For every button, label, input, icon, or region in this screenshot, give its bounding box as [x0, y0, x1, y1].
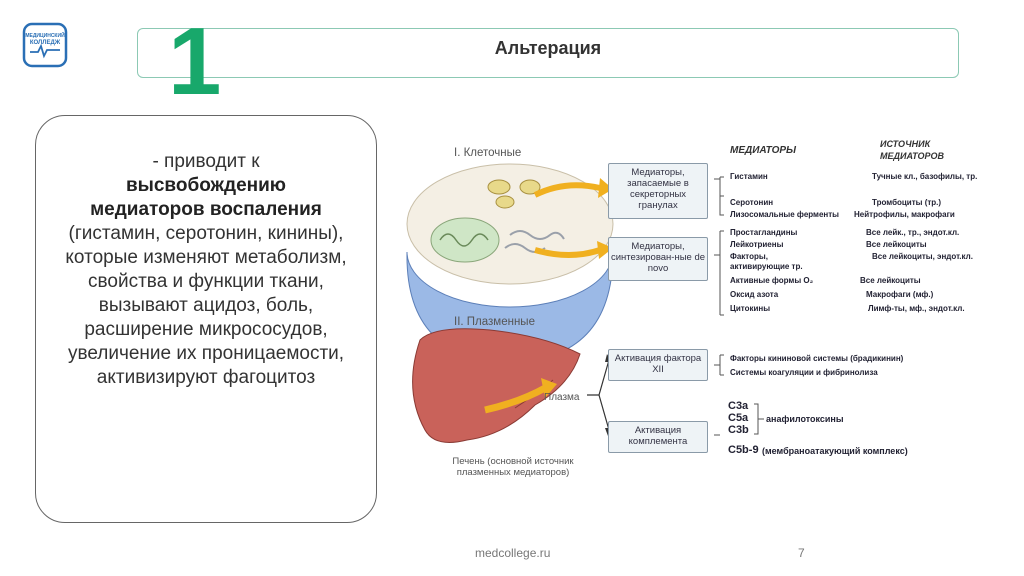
- liver-caption: Печень (основной источник плазменных мед…: [438, 456, 588, 478]
- plasma-section-label: II. Плазменные: [454, 316, 535, 328]
- panel-text: - приводит к высвобождению медиаторов во…: [50, 150, 362, 390]
- slide-number-digit: 1: [168, 14, 221, 110]
- panel-rest: (гистамин, серотонин, кинины), которые и…: [65, 223, 346, 388]
- mediator-source: Все лейкоциты, эндот.кл.: [872, 252, 973, 262]
- cell-section-label: I. Клеточные: [454, 147, 521, 159]
- panel-bold1: высвобождению: [126, 175, 286, 196]
- mediator-name: Лизосомальные ферменты: [730, 210, 839, 220]
- mac-label: (мембраноатакующий комплекс): [762, 446, 908, 456]
- panel-bold2: медиаторов воспаления: [90, 199, 322, 220]
- college-logo: МЕДИЦИНСКИЙ КОЛЛЕДЖ: [22, 22, 68, 68]
- c5a-label: C5a: [728, 412, 749, 424]
- page-title: Альтерация: [137, 38, 959, 59]
- f12-row-1: Факторы кининовой системы (брадикинин): [730, 354, 903, 364]
- mediator-name: Простагландины: [730, 228, 797, 238]
- complement-list: C3a C5a C3b: [728, 400, 749, 436]
- footer-site: medcollege.ru: [475, 546, 550, 560]
- anaphylatoxins-label: анафилотоксины: [766, 414, 844, 424]
- col-mediators-header: МЕДИАТОРЫ: [730, 145, 796, 156]
- complement-box: Активация комплемента: [608, 421, 708, 453]
- panel-line1: - приводит к: [152, 151, 259, 172]
- c3b-label: C3b: [728, 424, 749, 436]
- mediator-name: Цитокины: [730, 304, 770, 314]
- mediator-name: Оксид азота: [730, 290, 778, 300]
- mediator-source: Нейтрофилы, макрофаги: [854, 210, 955, 220]
- page-number: 7: [798, 546, 805, 560]
- f12-row-2: Системы коагуляции и фибринолиза: [730, 368, 878, 378]
- mediator-name: Серотонин: [730, 198, 773, 208]
- brackets: [708, 165, 728, 465]
- mediator-source: Все лейк., тр., эндот.кл.: [866, 228, 959, 238]
- c3a-label: C3a: [728, 400, 749, 412]
- mediator-name: Факторы, активирующие тр.: [730, 252, 820, 272]
- factor12-box: Активация фактора XII: [608, 349, 708, 381]
- mediator-source: Тромбоциты (тр.): [872, 198, 941, 208]
- mediator-source: Тучные кл., базофилы, тр.: [872, 172, 977, 182]
- denovo-mediators-box: Медиаторы, синтезирован-ные de novo: [608, 237, 708, 281]
- anaphylatoxin-bracket: [752, 402, 766, 440]
- mediator-source: Все лейкоциты: [860, 276, 921, 286]
- mediator-name: Гистамин: [730, 172, 768, 182]
- mediator-name: Лейкотриены: [730, 240, 783, 250]
- svg-text:МЕДИЦИНСКИЙ: МЕДИЦИНСКИЙ: [25, 31, 65, 39]
- plasma-word: Плазма: [544, 392, 580, 403]
- mediator-name: Активные формы O₂: [730, 276, 813, 286]
- col-source-header: ИСТОЧНИК МЕДИАТОРОВ: [880, 138, 970, 162]
- mediator-source: Все лейкоциты: [866, 240, 927, 250]
- svg-text:КОЛЛЕДЖ: КОЛЛЕДЖ: [30, 40, 61, 46]
- stored-mediators-box: Медиаторы, запасаемые в секреторных гран…: [608, 163, 708, 219]
- mediator-source: Макрофаги (мф.): [866, 290, 933, 300]
- c5b9-label: C5b-9: [728, 444, 759, 456]
- mediator-source: Лимф-ты, мф., эндот.кл.: [868, 304, 965, 314]
